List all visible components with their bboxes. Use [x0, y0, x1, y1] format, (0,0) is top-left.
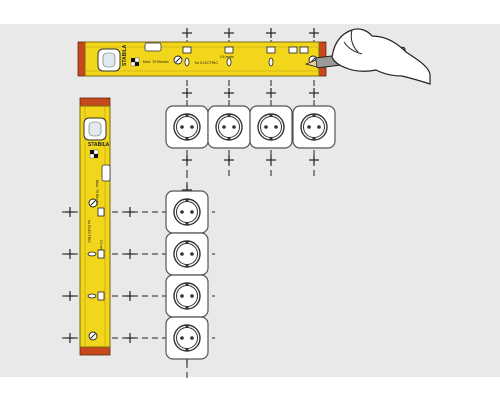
level-spacing-markers: [182, 46, 309, 67]
cross-marker: [309, 155, 319, 165]
bubble-vial-icon: [101, 164, 111, 182]
cross-markers: [65, 28, 319, 363]
cross-marker: [224, 88, 234, 98]
cross-marker: [309, 88, 319, 98]
bubble-vial-icon: [144, 42, 162, 52]
mounting-screw-icon: [88, 198, 98, 341]
horizontal-level-model: Mod. 70 Electric: [143, 60, 169, 64]
cross-marker: [65, 249, 75, 259]
brand-logo-icon: [89, 149, 99, 159]
horizontal-spirit-level: STABILA Mod. 70 Electric for ELECTRIC 0.…: [77, 41, 327, 77]
horizontal-level-brand: STABILA: [122, 44, 128, 66]
cross-marker: [125, 291, 135, 301]
cross-marker: [182, 28, 192, 38]
socket-grid: [165, 105, 336, 360]
cross-marker: [266, 155, 276, 165]
cross-marker: [309, 28, 319, 38]
vertical-level-accuracy: 0.5 mm/m: [99, 240, 103, 255]
cross-marker: [65, 291, 75, 301]
schuko-socket-icon: [165, 190, 209, 234]
cross-marker: [125, 207, 135, 217]
schuko-socket-icon: [165, 274, 209, 318]
vertical-spirit-level: STABILA Mod. 70 Electric for ELECTRIC 0.…: [79, 97, 111, 356]
cross-marker: [182, 88, 192, 98]
vertical-level-brand: STABILA: [88, 142, 110, 148]
brand-logo-icon: [130, 57, 140, 67]
schuko-socket-icon: [207, 105, 251, 149]
schuko-socket-icon: [249, 105, 293, 149]
hand-with-pencil-icon: [304, 28, 431, 85]
cross-marker: [182, 155, 192, 165]
schuko-socket-icon: [165, 105, 209, 149]
cross-marker: [266, 88, 276, 98]
vertical-level-feature: for ELECTRIC: [87, 220, 91, 243]
cross-marker: [224, 28, 234, 38]
schuko-socket-icon: [165, 316, 209, 360]
cross-marker: [125, 333, 135, 343]
vertical-level-model: Mod. 70 Electric: [95, 180, 99, 206]
schuko-socket-icon: [165, 232, 209, 276]
cross-marker: [65, 207, 75, 217]
horizontal-level-feature: for ELECTRIC: [195, 61, 218, 65]
level-spacing-markers: [87, 207, 105, 301]
schuko-socket-icon: [292, 105, 336, 149]
horizontal-level-accuracy: 0.5 mm/m: [220, 55, 235, 59]
cross-marker: [125, 249, 135, 259]
cross-marker: [65, 333, 75, 343]
cross-marker: [224, 155, 234, 165]
cross-marker: [266, 28, 276, 38]
